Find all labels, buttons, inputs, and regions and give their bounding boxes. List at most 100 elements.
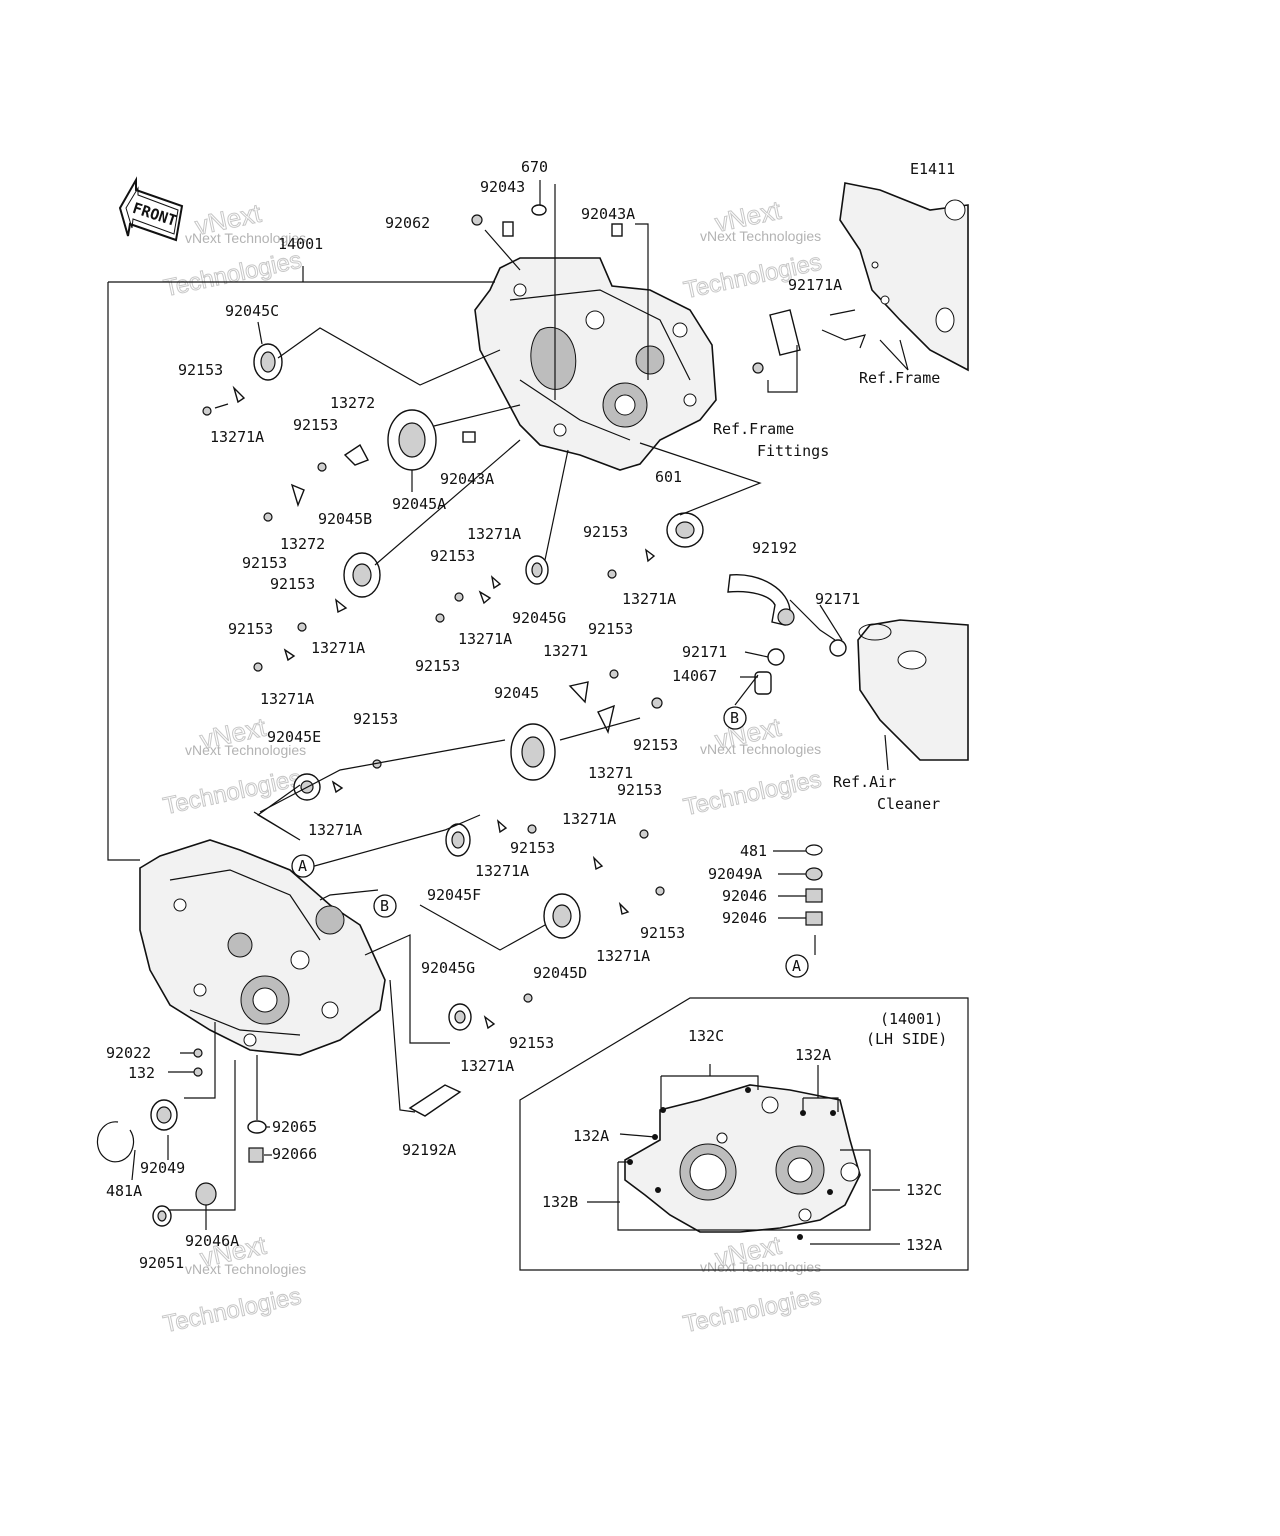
bearing-92045C	[253, 343, 283, 381]
label-92153-g: 92153	[228, 620, 273, 638]
svg-text:vNext Technologies: vNext Technologies	[185, 1261, 306, 1277]
label-92153-b: 92153	[293, 416, 338, 434]
part-labels: 670 92043 92062 92043A 14001 92045C 9215…	[106, 158, 940, 1272]
callout-B-top: B	[373, 894, 397, 918]
inset-label-132A-bottom: 132A	[906, 1236, 942, 1254]
label-92045F: 92045F	[427, 886, 481, 904]
svg-text:B: B	[730, 709, 739, 727]
svg-text:Technologies: Technologies	[681, 766, 824, 822]
label-13271A-h: 13271A	[562, 810, 616, 828]
svg-text:Technologies: Technologies	[681, 1283, 824, 1339]
label-13271A-f: 13271A	[260, 690, 314, 708]
label-92153-a: 92153	[178, 361, 223, 379]
label-92171-b: 92171	[682, 643, 727, 661]
air-cleaner-reference	[857, 619, 969, 771]
inset-label-132A-top: 132A	[795, 1046, 831, 1064]
clip-92171A	[752, 309, 866, 374]
svg-text:A: A	[792, 957, 801, 975]
bolts-and-brackets	[193, 385, 665, 1077]
label-92043: 92043	[480, 178, 525, 196]
bearing-92045B	[343, 552, 381, 598]
seal-92045G-a	[525, 555, 549, 585]
inset-side: (LH SIDE)	[866, 1030, 947, 1048]
label-92045G-b: 92045G	[421, 959, 475, 977]
label-ref-air-2: Cleaner	[877, 795, 940, 813]
label-13272-a: 13272	[330, 394, 375, 412]
label-92045A: 92045A	[392, 495, 446, 513]
label-92046A: 92046A	[185, 1232, 239, 1250]
svg-text:Technologies: Technologies	[161, 765, 304, 821]
label-481A: 481A	[106, 1182, 142, 1200]
washer-92065	[247, 1120, 267, 1134]
seal-92049	[150, 1099, 178, 1131]
label-92049: 92049	[140, 1159, 185, 1177]
bearing-92045A	[387, 409, 437, 471]
inset-label-132C-right: 132C	[906, 1181, 942, 1199]
label-601: 601	[655, 468, 682, 486]
bearing-92045F	[445, 823, 471, 857]
seal-92045G-b	[448, 1003, 472, 1031]
label-92049A: 92049A	[708, 865, 762, 883]
label-92153-e: 92153	[430, 547, 475, 565]
label-92065: 92065	[272, 1118, 317, 1136]
label-92045G-a: 92045G	[512, 609, 566, 627]
watermark-bottom-right: vNext Technologies vNext Technologies	[680, 1229, 824, 1339]
inset-code: (14001)	[880, 1010, 943, 1028]
label-ref-frame-fittings-2: Fittings	[757, 442, 829, 460]
label-13271A-k: 13271A	[460, 1057, 514, 1075]
plug-92066	[248, 1147, 264, 1163]
label-92153-k: 92153	[353, 710, 398, 728]
label-92171-a: 92171	[815, 590, 860, 608]
inset-label-132C-top: 132C	[688, 1027, 724, 1045]
bearing-601	[666, 512, 704, 548]
small-parts-right	[805, 844, 823, 926]
label-92045E: 92045E	[267, 728, 321, 746]
svg-text:vNext Technologies: vNext Technologies	[700, 741, 821, 757]
svg-text:Technologies: Technologies	[161, 1283, 304, 1339]
label-13271A-j: 13271A	[596, 947, 650, 965]
bearing-92046A	[195, 1182, 217, 1206]
hose-92192	[727, 574, 795, 626]
label-92153-f: 92153	[270, 575, 315, 593]
label-92153-p: 92153	[509, 1034, 554, 1052]
svg-text:vNext Technologies: vNext Technologies	[700, 228, 821, 244]
label-92171A: 92171A	[788, 276, 842, 294]
label-92153-j: 92153	[633, 736, 678, 754]
leader-lines	[107, 180, 969, 1271]
svg-text:A: A	[298, 857, 307, 875]
bearing-92045	[510, 723, 556, 781]
callout-A-top: A	[291, 854, 315, 878]
label-92192A: 92192A	[402, 1141, 456, 1159]
label-92046-a: 92046	[722, 887, 767, 905]
svg-text:B: B	[380, 897, 389, 915]
callout-B-right: B	[723, 706, 747, 730]
inset-label-132B: 132B	[542, 1193, 578, 1211]
frame-reference	[839, 182, 969, 372]
callout-A-right: A	[785, 954, 809, 978]
label-92153-o: 92153	[640, 924, 685, 942]
label-92043A-top: 92043A	[581, 205, 635, 223]
label-92045B: 92045B	[318, 510, 372, 528]
clamps-92171	[754, 639, 847, 695]
seal-92051	[152, 1205, 172, 1227]
svg-text:vNext Technologies: vNext Technologies	[185, 230, 306, 246]
dowel-pins	[462, 204, 623, 443]
label-92153-i: 92153	[588, 620, 633, 638]
label-92192: 92192	[752, 539, 797, 557]
label-92153-h: 92153	[415, 657, 460, 675]
label-13271-a: 13271	[543, 642, 588, 660]
label-132: 132	[128, 1064, 155, 1082]
label-92153-l: 92153	[617, 781, 662, 799]
label-13271A-b: 13271A	[467, 525, 521, 543]
svg-text:vNext Technologies: vNext Technologies	[185, 742, 306, 758]
pipe-92192A	[408, 1084, 462, 1117]
label-92043A-mid: 92043A	[440, 470, 494, 488]
svg-text:Technologies: Technologies	[161, 247, 304, 303]
label-13271A-i: 13271A	[475, 862, 529, 880]
label-13271A-a: 13271A	[210, 428, 264, 446]
watermark-mid-right: vNext Technologies vNext Technologies	[681, 711, 825, 822]
bearing-92045D	[543, 893, 581, 939]
label-ref-frame: Ref.Frame	[859, 369, 940, 387]
label-92022: 92022	[106, 1044, 151, 1062]
